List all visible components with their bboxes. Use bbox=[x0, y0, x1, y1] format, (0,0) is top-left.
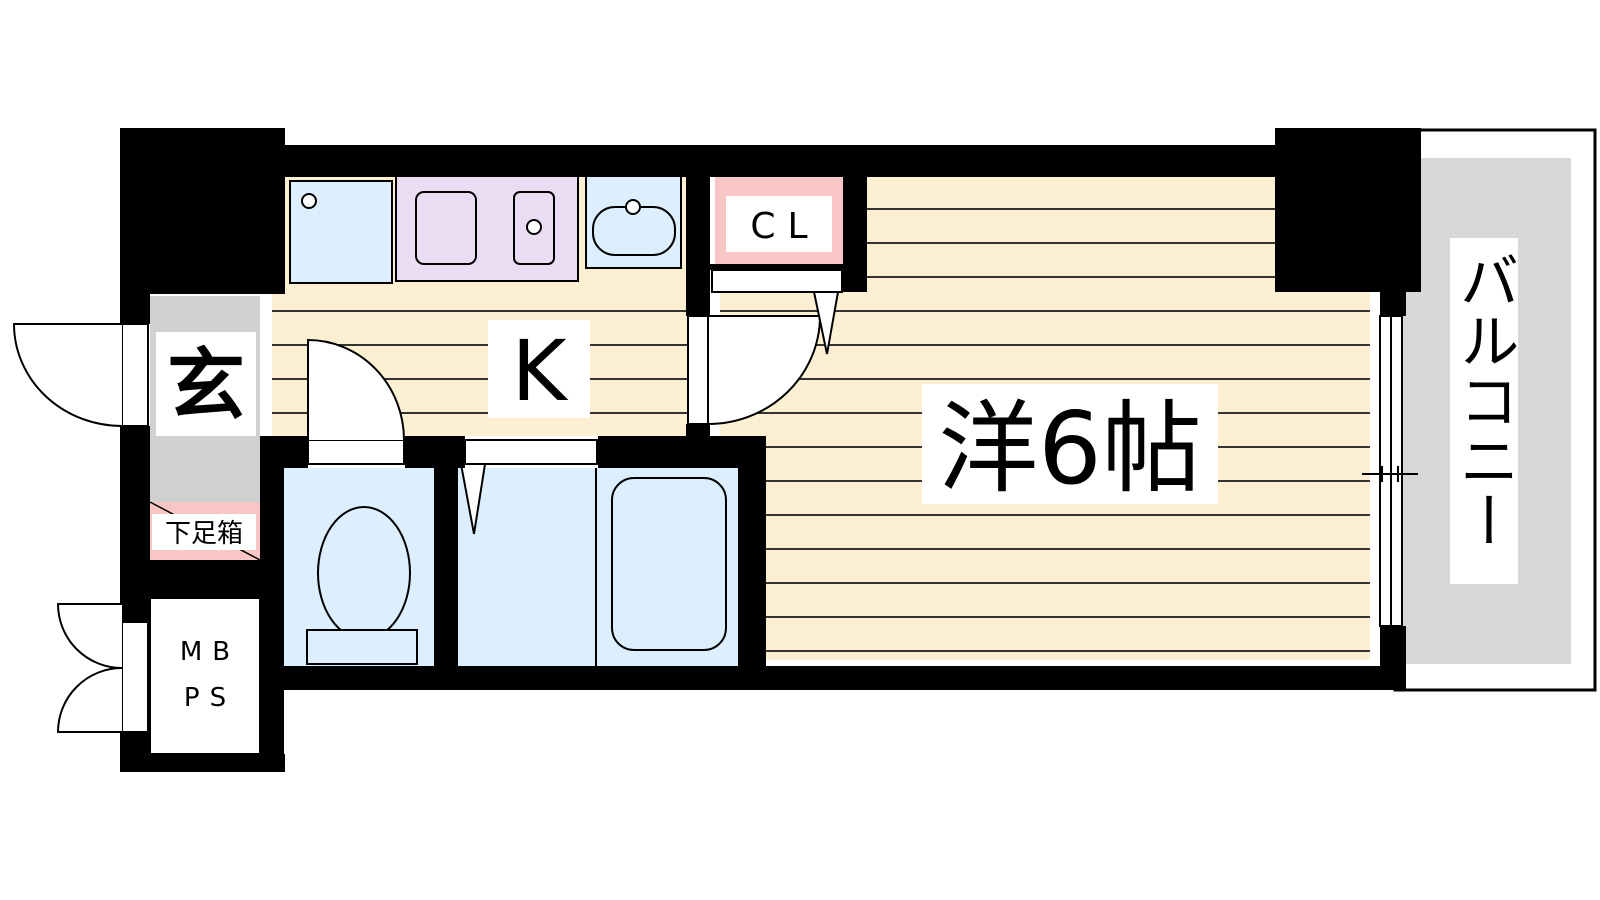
mbps-label-line2: PS bbox=[184, 683, 236, 713]
stove-grill bbox=[513, 191, 555, 265]
toilet-door-frame bbox=[307, 439, 405, 465]
kitchen-label-box bbox=[488, 320, 590, 418]
fridge-mark bbox=[301, 193, 317, 209]
toilet-bowl bbox=[317, 506, 411, 640]
closet-label: CL bbox=[750, 206, 819, 247]
bath-door-frame bbox=[464, 439, 598, 465]
balcony-label: バルコニー bbox=[1449, 250, 1519, 550]
room-door-frame bbox=[687, 315, 709, 425]
western-room-label-box bbox=[922, 384, 1218, 504]
entrance-label-box bbox=[156, 332, 256, 436]
closet-label-box bbox=[726, 196, 832, 252]
mbps-label-line1: MB bbox=[180, 637, 240, 667]
mbps-door-swing-upper bbox=[56, 603, 123, 669]
balcony-label-box bbox=[1450, 238, 1518, 584]
bathtub bbox=[611, 477, 727, 651]
sink-faucet bbox=[625, 199, 641, 215]
shoe-box-label-box bbox=[152, 514, 256, 550]
walls bbox=[120, 128, 1421, 772]
closet-door-mark bbox=[812, 291, 840, 355]
stove-knob bbox=[526, 219, 542, 235]
stove-burner bbox=[415, 191, 477, 265]
toilet-door-swing bbox=[307, 338, 405, 441]
kitchen-label: K bbox=[511, 322, 568, 420]
sink-counter bbox=[585, 175, 682, 269]
room-door-swing bbox=[707, 315, 822, 425]
shoe-box-label: 下足箱 bbox=[165, 519, 243, 549]
mbps-fill bbox=[149, 597, 261, 755]
western-room-label: 洋6帖 bbox=[938, 390, 1202, 507]
entrance-door-swing bbox=[12, 323, 123, 427]
mbps-door-frame bbox=[121, 621, 149, 733]
mbps-door-swing-lower bbox=[56, 667, 123, 733]
closet-door-frame bbox=[711, 269, 843, 293]
toilet-tank bbox=[306, 629, 418, 665]
entrance-door-frame bbox=[121, 323, 149, 427]
entrance-label: 玄 bbox=[167, 341, 245, 431]
